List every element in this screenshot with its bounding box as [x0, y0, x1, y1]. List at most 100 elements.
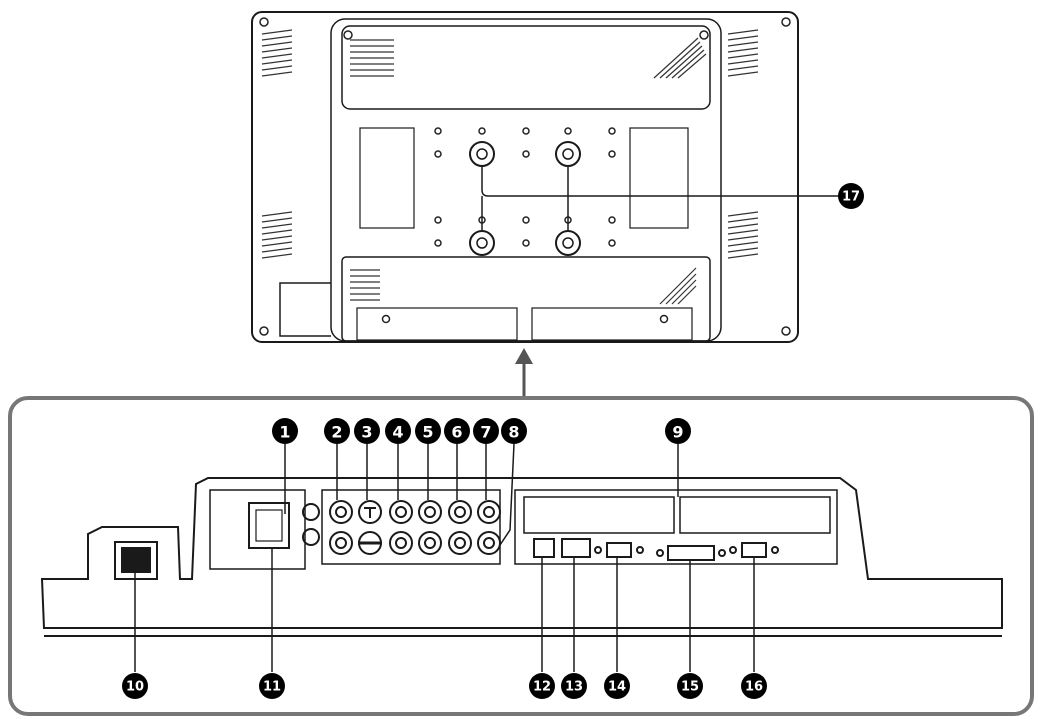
callout-badge-circle	[604, 673, 630, 699]
callout-number: 9	[672, 423, 683, 442]
callout-number: 1	[279, 423, 290, 442]
callout-badge-circle	[259, 673, 285, 699]
callout-number: 2	[331, 423, 342, 442]
hole	[608, 150, 616, 158]
dvi-port	[667, 545, 715, 561]
bnc-connectors	[302, 500, 501, 555]
bnc-connector	[302, 503, 320, 546]
callout-1: 1	[272, 418, 298, 444]
vent-grilles	[261, 29, 759, 305]
hole	[608, 127, 616, 135]
callout-badge-circle	[838, 183, 864, 209]
screw	[636, 546, 644, 554]
hole	[608, 216, 616, 224]
hole	[522, 216, 530, 224]
callout-badge-circle	[677, 673, 703, 699]
callout-badge-circle	[741, 673, 767, 699]
bnc-panel-outline	[321, 489, 501, 565]
leader-lines-17	[481, 166, 838, 231]
vent-inner-bottom-right	[659, 267, 697, 305]
bnc-connector	[448, 500, 472, 555]
power-switch-bracket	[279, 282, 331, 337]
callout-12: 12	[529, 673, 555, 699]
hole	[522, 239, 530, 247]
ac-inlet-inner	[255, 509, 283, 542]
callout-16: 16	[741, 673, 767, 699]
hole	[434, 127, 442, 135]
rj45-remote-port	[533, 538, 555, 558]
bnc-connector	[389, 500, 413, 555]
vesa-boss	[469, 230, 495, 256]
callout-17: 17	[838, 183, 864, 209]
ac-inlet-plate	[209, 489, 306, 570]
screw	[656, 549, 664, 557]
vent-inner-bottom-left	[350, 269, 380, 301]
monitor-inner-housing	[330, 18, 722, 342]
bnc-connector	[329, 500, 353, 555]
callout-4: 4	[385, 418, 411, 444]
screw	[729, 546, 737, 554]
callout-number: 5	[422, 423, 433, 442]
option-slot-2	[679, 496, 831, 534]
s-video-connector	[358, 500, 382, 555]
monitor-rear-view	[251, 11, 799, 343]
callout-badge-circle	[665, 418, 691, 444]
power-switch-body	[114, 541, 158, 580]
callout-number: 7	[480, 423, 491, 442]
callout-7: 7	[473, 418, 499, 444]
callout-number: 4	[392, 423, 403, 442]
callout-15: 15	[677, 673, 703, 699]
vent-mid-left	[261, 211, 293, 259]
bottom-connector-housing	[341, 256, 711, 342]
callout-badge-circle	[501, 418, 527, 444]
hole	[434, 239, 442, 247]
panel-body	[40, 477, 1003, 629]
callout-2: 2	[324, 418, 350, 444]
hole	[434, 216, 442, 224]
frame-screws	[259, 17, 791, 336]
vent-mid-right	[727, 211, 759, 259]
screw	[699, 30, 709, 40]
vesa-boss	[555, 141, 581, 167]
side-label-right	[629, 127, 689, 229]
vent-top-right	[727, 29, 759, 77]
callout-number: 14	[608, 680, 626, 695]
callout-badge-circle	[324, 418, 350, 444]
screw	[343, 30, 353, 40]
screw	[781, 17, 791, 27]
top-vent-panel	[341, 25, 711, 110]
vent-top-left	[261, 29, 293, 77]
callout-3: 3	[354, 418, 380, 444]
leader-lines	[134, 443, 755, 672]
detail-frame	[8, 396, 1034, 716]
side-label-left	[359, 127, 415, 229]
bnc-connector	[477, 500, 501, 555]
screw	[259, 326, 269, 336]
callout-number: 17	[842, 190, 860, 205]
screw	[259, 17, 269, 27]
vesa-mount-bosses	[469, 141, 581, 256]
connector-panel-detail	[40, 477, 1003, 637]
callout-number: 8	[508, 423, 519, 442]
callout-badge-circle	[415, 418, 441, 444]
callout-number: 10	[126, 680, 144, 695]
callout-badge-circle	[122, 673, 148, 699]
callout-8: 8	[501, 418, 527, 444]
bottom-cover-left	[356, 307, 518, 341]
callout-10: 10	[122, 673, 148, 699]
vesa-boss	[469, 141, 495, 167]
vent-inner-top-right	[653, 37, 707, 79]
option-slot-1	[523, 496, 675, 534]
dsub-port-16	[741, 542, 767, 558]
vesa-boss	[555, 230, 581, 256]
slot-bay	[514, 489, 838, 565]
mounting-hole-grid	[434, 127, 616, 247]
callout-number: 11	[263, 680, 281, 695]
callout-badge-circle	[444, 418, 470, 444]
callout-badge-circle	[561, 673, 587, 699]
callout-badge-circle	[473, 418, 499, 444]
power-switch-rocker	[121, 547, 151, 573]
hole	[608, 239, 616, 247]
rj45-lan-port	[561, 538, 591, 558]
